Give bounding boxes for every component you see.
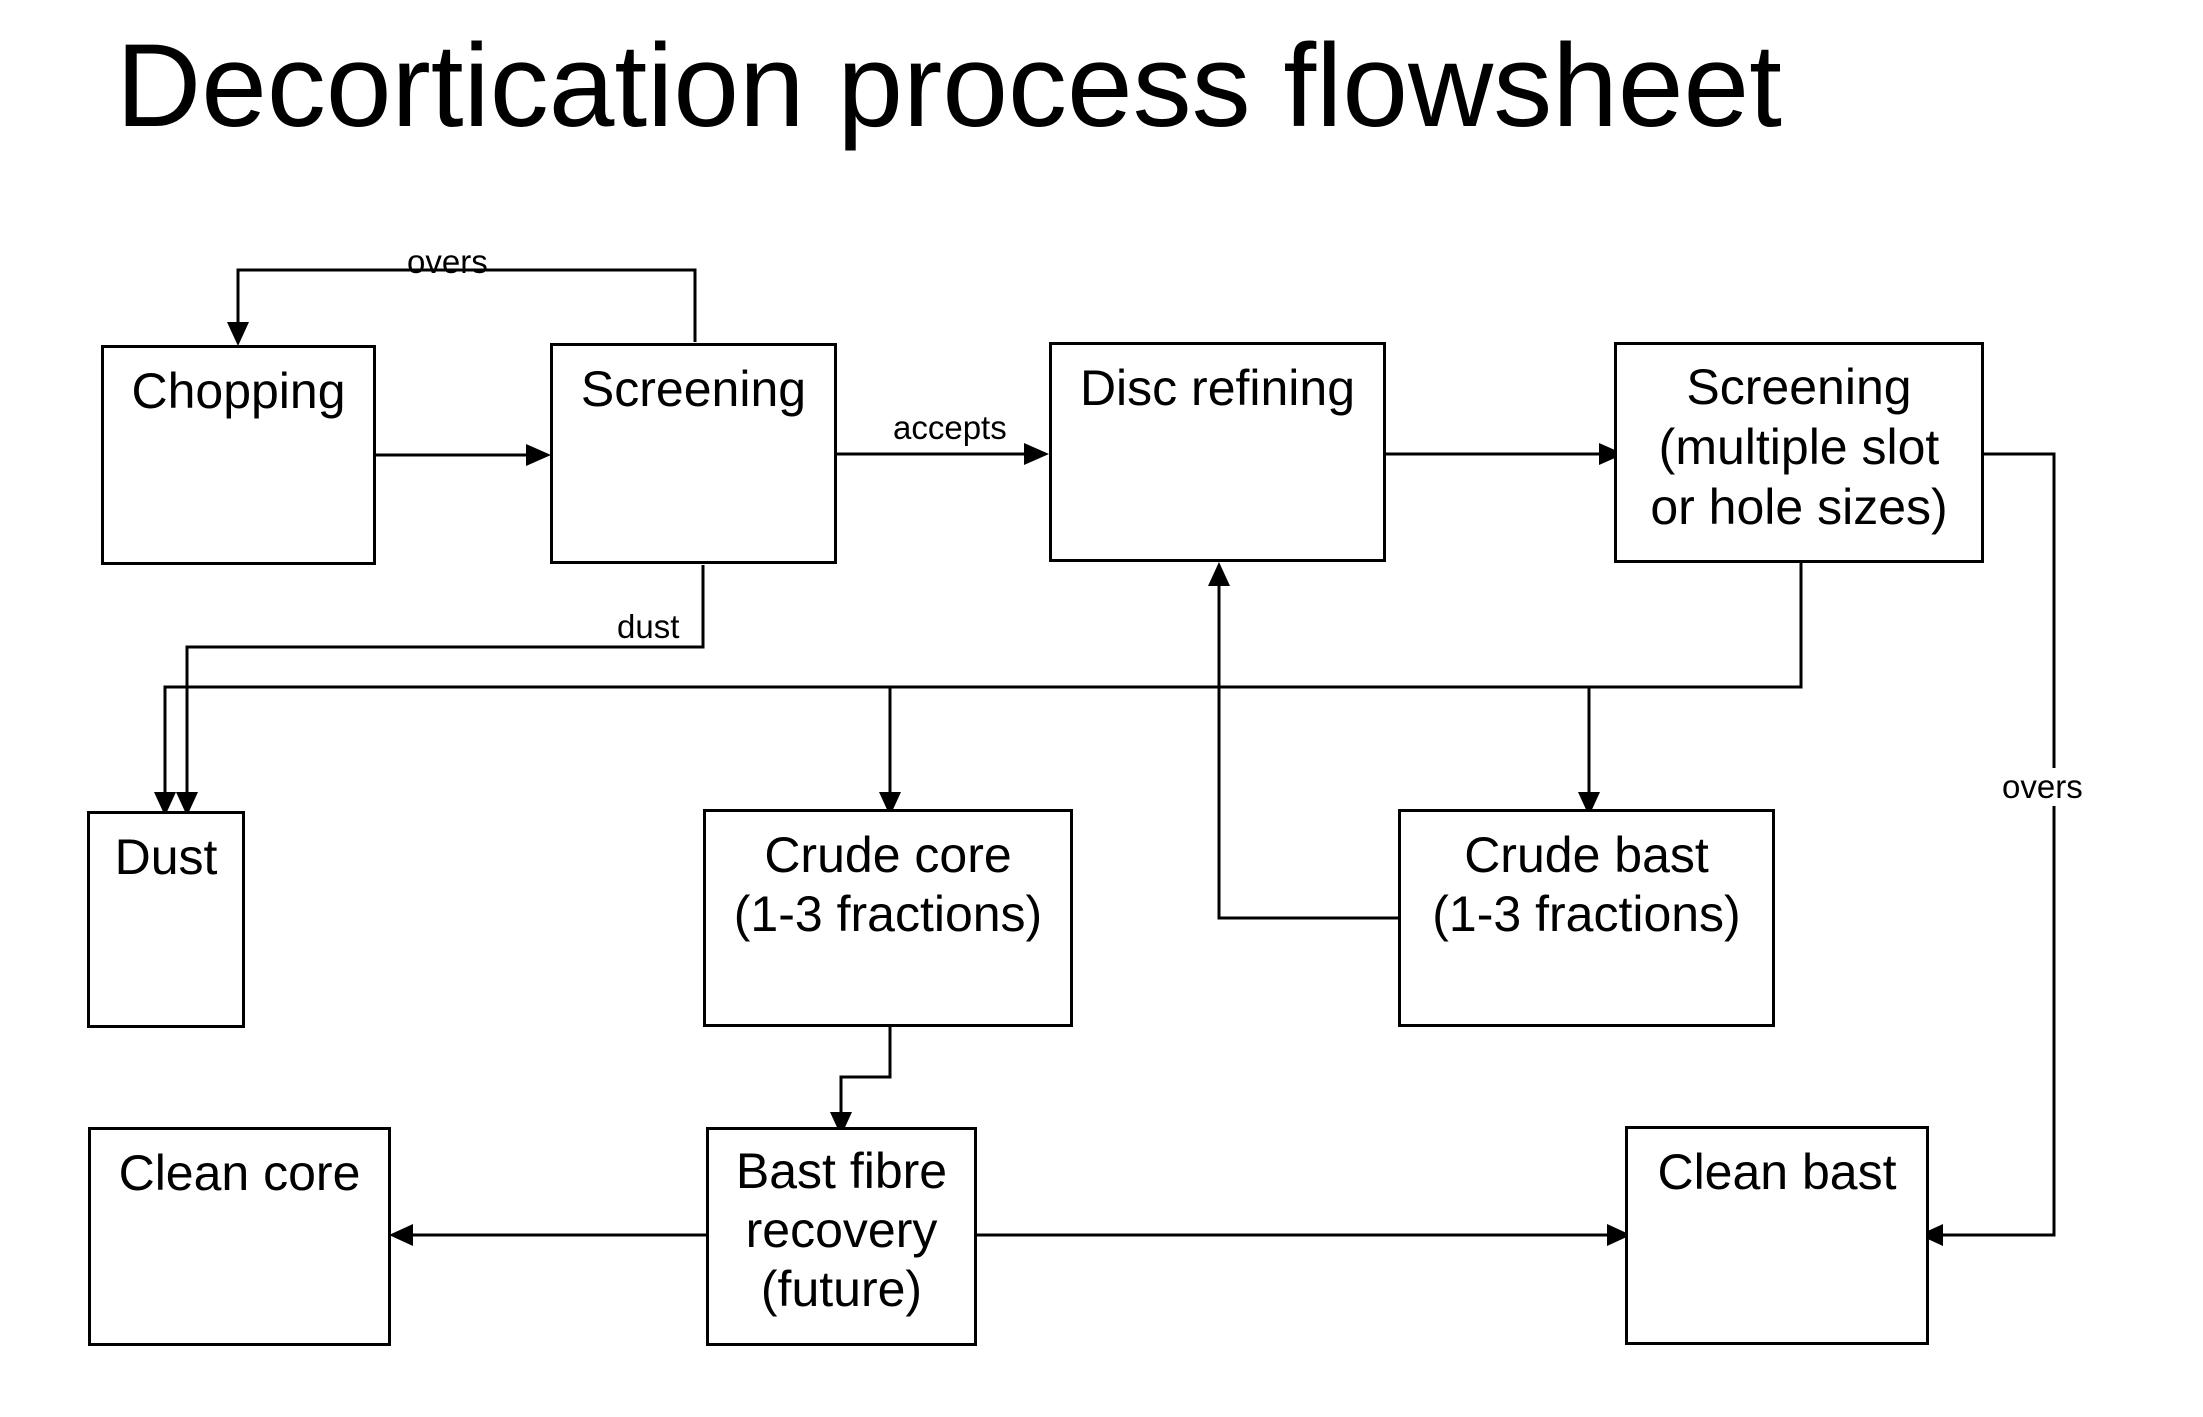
edge-crude-bast-to-disc-refining bbox=[1219, 568, 1401, 918]
node-disc-refining: Disc refining bbox=[1049, 342, 1386, 562]
node-label: (1-3 fractions) bbox=[706, 885, 1070, 944]
node-label: Screening bbox=[553, 360, 834, 419]
node-chopping: Chopping bbox=[101, 345, 376, 565]
node-label: (1-3 fractions) bbox=[1401, 885, 1772, 944]
edge-screening2-distribution bbox=[165, 563, 1801, 803]
arrowhead bbox=[1208, 562, 1230, 586]
node-crude-bast: Crude bast (1-3 fractions) bbox=[1398, 809, 1775, 1027]
arrowhead bbox=[389, 1224, 413, 1246]
node-label: Dust bbox=[90, 828, 242, 887]
node-crude-core: Crude core (1-3 fractions) bbox=[703, 809, 1073, 1027]
node-label: recovery bbox=[709, 1201, 974, 1260]
arrowhead bbox=[227, 322, 249, 346]
node-screening: Screening bbox=[550, 343, 837, 564]
node-label: Chopping bbox=[104, 362, 373, 421]
node-label: Bast fibre bbox=[709, 1142, 974, 1201]
node-label: Crude core bbox=[706, 826, 1070, 885]
arrowhead bbox=[1024, 443, 1049, 465]
edge-screening2-overs-to-clean-bast bbox=[1926, 454, 2054, 1235]
edge-label-accepts: accepts bbox=[893, 409, 1007, 447]
edge-crude-core-to-bast-fibre bbox=[841, 1027, 890, 1123]
node-label: (future) bbox=[709, 1260, 974, 1319]
edge-screening-dust-to-dust bbox=[187, 565, 703, 803]
node-dust: Dust bbox=[87, 811, 245, 1028]
node-clean-bast: Clean bast bbox=[1625, 1126, 1929, 1345]
node-label: Clean bast bbox=[1628, 1143, 1926, 1202]
node-screening-multiple: Screening (multiple slot or hole sizes) bbox=[1614, 342, 1984, 563]
node-label: or hole sizes) bbox=[1617, 477, 1981, 537]
node-clean-core: Clean core bbox=[88, 1127, 391, 1346]
edge-label-dust: dust bbox=[617, 608, 679, 646]
arrowhead bbox=[526, 444, 551, 466]
node-label: Screening bbox=[1617, 357, 1981, 417]
node-label: (multiple slot bbox=[1617, 417, 1981, 477]
edge-label-overs-right: overs bbox=[2002, 768, 2083, 806]
node-label: Disc refining bbox=[1052, 359, 1383, 418]
edge-label-overs-top: overs bbox=[407, 243, 488, 281]
node-label: Clean core bbox=[91, 1144, 388, 1203]
node-bast-fibre-recovery: Bast fibre recovery (future) bbox=[706, 1127, 977, 1346]
node-label: Crude bast bbox=[1401, 826, 1772, 885]
